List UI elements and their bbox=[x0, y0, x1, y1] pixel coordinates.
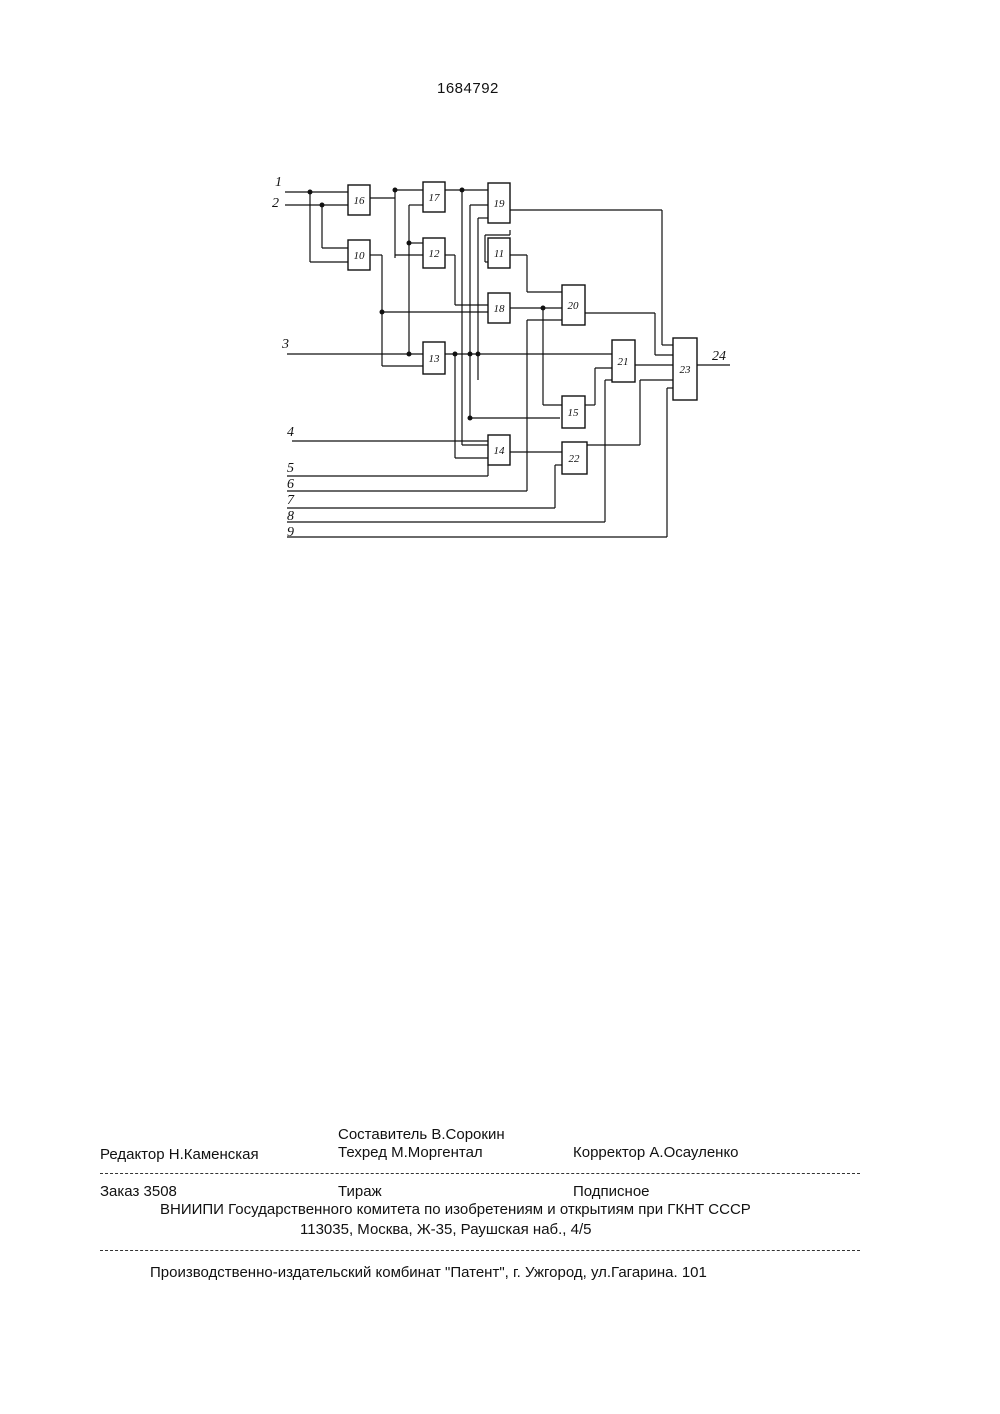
block-label: 14 bbox=[494, 445, 506, 457]
junction-dot bbox=[468, 416, 473, 421]
corrector: Корректор А.Осауленко bbox=[573, 1144, 739, 1161]
divider bbox=[100, 1250, 860, 1251]
input-label: 5 bbox=[287, 461, 294, 476]
input-label: 1 bbox=[275, 175, 282, 190]
subscription: Подписное bbox=[573, 1183, 650, 1200]
institute: ВНИИПИ Государственного комитета по изоб… bbox=[160, 1201, 751, 1218]
circulation: Тираж bbox=[338, 1183, 382, 1200]
junction-dot bbox=[453, 352, 458, 357]
block-label: 12 bbox=[429, 248, 441, 260]
input-label: 7 bbox=[287, 493, 295, 508]
block-label: 16 bbox=[354, 195, 366, 207]
input-label: 8 bbox=[287, 509, 294, 524]
block-label: 22 bbox=[569, 453, 581, 465]
block-label: 18 bbox=[494, 303, 506, 315]
input-label: 3 bbox=[281, 337, 289, 352]
editor: Редактор Н.Каменская bbox=[100, 1146, 259, 1163]
junction-dot bbox=[308, 190, 313, 195]
block-label: 21 bbox=[618, 356, 629, 368]
junction-dot bbox=[541, 306, 546, 311]
block-label: 17 bbox=[429, 192, 441, 204]
junction-dot bbox=[476, 352, 481, 357]
divider bbox=[100, 1173, 860, 1174]
block-label: 20 bbox=[568, 300, 580, 312]
junction-dot bbox=[468, 352, 473, 357]
input-label: 2 bbox=[272, 196, 279, 211]
junction-dot bbox=[407, 241, 412, 246]
block-label: 13 bbox=[429, 353, 441, 365]
compiler: Составитель В.Сорокин bbox=[338, 1126, 505, 1143]
block-label: 11 bbox=[494, 248, 504, 260]
block-label: 10 bbox=[354, 250, 366, 262]
address: 113035, Москва, Ж-35, Раушская наб., 4/5 bbox=[300, 1221, 592, 1238]
output-label: 24 bbox=[712, 349, 726, 364]
junction-dot bbox=[407, 352, 412, 357]
junction-dot bbox=[460, 188, 465, 193]
block-label: 19 bbox=[494, 198, 506, 210]
input-label: 6 bbox=[287, 477, 294, 492]
circuit-diagram: 16 10 17 12 19 11 18 20 13 21 23 15 14 2… bbox=[0, 0, 1000, 600]
order-number: Заказ 3508 bbox=[100, 1183, 177, 1200]
publisher: Производственно-издательский комбинат "П… bbox=[150, 1264, 707, 1281]
junction-dot bbox=[393, 188, 398, 193]
block-label: 23 bbox=[680, 364, 692, 376]
input-label: 4 bbox=[287, 425, 294, 440]
tech-editor: Техред М.Моргентал bbox=[338, 1144, 483, 1161]
block-label: 15 bbox=[568, 407, 580, 419]
input-label: 9 bbox=[287, 525, 294, 540]
junction-dot bbox=[320, 203, 325, 208]
junction-dot bbox=[380, 310, 385, 315]
